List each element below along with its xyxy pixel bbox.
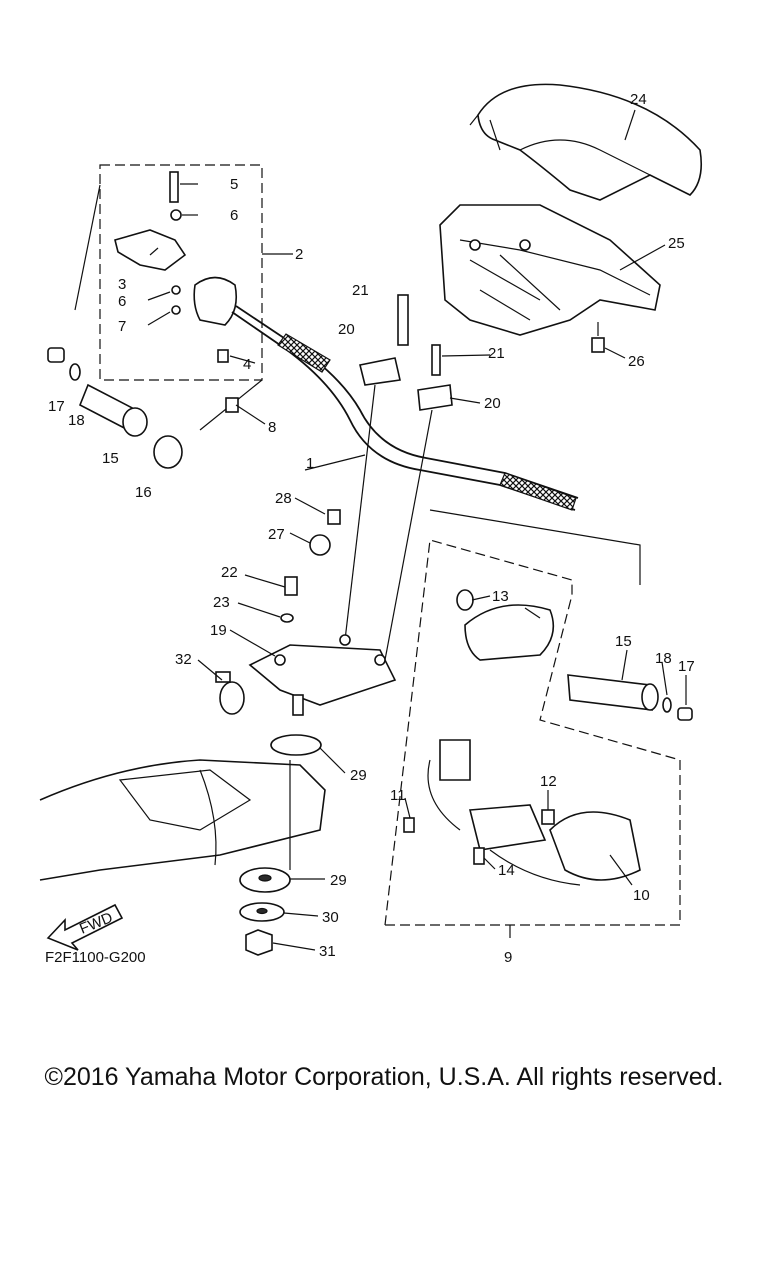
handle-cover <box>469 83 703 201</box>
callout-4: 4 <box>243 356 251 373</box>
drawing-code: F2F1100-G200 <box>45 949 146 966</box>
callout-17a: 17 <box>48 398 65 415</box>
callout-20a: 20 <box>338 321 355 338</box>
callout-21b: 21 <box>488 345 505 362</box>
callout-2: 2 <box>295 246 303 263</box>
fwd-arrow: FWD <box>46 903 124 951</box>
callout-17b: 17 <box>678 658 695 675</box>
callout-7: 7 <box>118 318 126 335</box>
callout-20b: 20 <box>484 395 501 412</box>
callout-18b: 18 <box>655 650 672 667</box>
callout-10: 10 <box>633 887 650 904</box>
callout-1: 1 <box>306 455 314 472</box>
callout-3: 3 <box>118 276 126 293</box>
callout-5: 5 <box>230 176 238 193</box>
upper-clamps <box>344 294 453 661</box>
left-grip <box>47 347 183 469</box>
callout-29a: 29 <box>350 767 367 784</box>
callout-22: 22 <box>221 564 238 581</box>
callout-26: 26 <box>628 353 645 370</box>
callout-18a: 18 <box>68 412 85 429</box>
callout-32: 32 <box>175 651 192 668</box>
leader-lines <box>147 109 687 951</box>
fwd-label: FWD <box>77 909 115 938</box>
screw-26 <box>591 322 605 353</box>
callout-16: 16 <box>135 484 152 501</box>
right-grip <box>567 674 693 721</box>
switch-assembly-box <box>384 509 681 926</box>
callout-29b: 29 <box>330 872 347 889</box>
callout-31: 31 <box>319 943 336 960</box>
lever-assembly-box <box>74 164 263 431</box>
callout-6a: 6 <box>230 207 238 224</box>
callout-27: 27 <box>268 526 285 543</box>
callout-19: 19 <box>210 622 227 639</box>
callout-25: 25 <box>668 235 685 252</box>
mounting-hardware <box>239 867 291 956</box>
hull-section <box>39 759 326 881</box>
copyright-notice: ©2016 Yamaha Motor Corporation, U.S.A. A… <box>44 1063 724 1091</box>
callout-8: 8 <box>268 419 276 436</box>
callout-21a: 21 <box>352 282 369 299</box>
callout-12: 12 <box>540 773 557 790</box>
callout-6b: 6 <box>118 293 126 310</box>
lower-bracket <box>248 509 397 756</box>
callout-30: 30 <box>322 909 339 926</box>
callout-13: 13 <box>492 588 509 605</box>
callout-labels: 1 2 3 4 5 6 6 7 8 9 10 11 12 13 14 15 15… <box>48 91 695 966</box>
callout-28: 28 <box>275 490 292 507</box>
callout-14: 14 <box>498 862 515 879</box>
callout-15b: 15 <box>615 633 632 650</box>
handle-housing <box>439 204 661 336</box>
cable-tie <box>215 671 245 715</box>
callout-9: 9 <box>504 949 512 966</box>
callout-24: 24 <box>630 91 647 108</box>
callout-23: 23 <box>213 594 230 611</box>
callout-15a: 15 <box>102 450 119 467</box>
handlebar <box>231 305 579 511</box>
callout-11: 11 <box>390 787 406 804</box>
parts-diagram: FWD <box>39 83 703 966</box>
